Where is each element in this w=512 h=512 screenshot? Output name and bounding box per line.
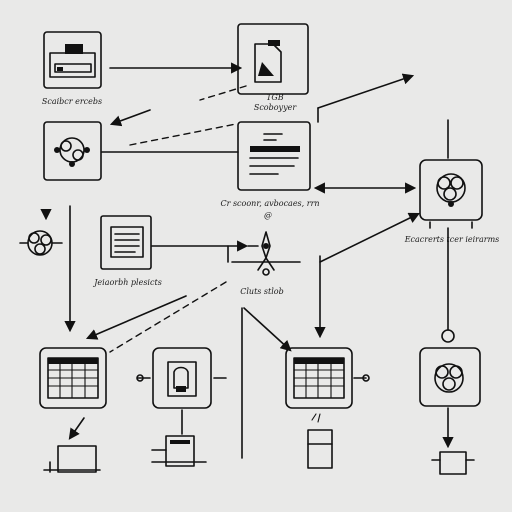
database-node[interactable]	[307, 413, 333, 469]
spreadsheet-node-center[interactable]	[285, 347, 370, 409]
report-node[interactable]	[237, 121, 311, 191]
server-list-icon	[110, 226, 144, 258]
processor-node[interactable]	[136, 347, 227, 409]
cloud-network-node-bottom[interactable]	[419, 329, 481, 407]
spreadsheet-icon	[293, 357, 345, 399]
server-list-node[interactable]	[100, 215, 152, 270]
report-icon	[249, 133, 300, 175]
label-center-split: Cluts stlob	[240, 287, 284, 296]
cloud-network-icon	[436, 173, 466, 207]
hub-node-left[interactable]	[19, 230, 63, 256]
label-mid-center-mark: @	[264, 211, 272, 220]
printer-node[interactable]	[43, 31, 102, 89]
label-left-mid: Jeiaorbh plesicts	[92, 278, 162, 287]
printer-icon	[49, 44, 96, 78]
storage-device-icon	[43, 445, 101, 473]
label-right: Ecacrerts tcer ieirarms	[404, 235, 500, 244]
storage-node-center[interactable]	[151, 435, 207, 467]
storage-node-left[interactable]	[43, 445, 101, 473]
cloud-network-node[interactable]	[419, 159, 483, 229]
label-top-left: Scaibcr ercebs	[42, 97, 102, 106]
label-top-center: Scoboyyer	[254, 103, 297, 112]
database-icon	[307, 413, 333, 469]
spreadsheet-icon	[47, 357, 99, 399]
document-node[interactable]	[237, 23, 309, 95]
splitter-node[interactable]	[247, 231, 275, 276]
network-node[interactable]	[43, 121, 102, 181]
spreadsheet-node-left[interactable]	[39, 347, 107, 409]
hub-icon	[19, 230, 63, 256]
storage-node-right[interactable]	[431, 451, 475, 475]
network-node-icon	[54, 137, 90, 167]
storage-device-icon	[431, 451, 475, 475]
connectors	[40, 62, 454, 459]
cloud-network-icon	[434, 363, 464, 393]
label-mid-center: Cr scoonr, avbocaes, rrn	[220, 199, 319, 208]
storage-device-icon	[151, 435, 207, 467]
document-icon	[254, 40, 282, 83]
label-top-center-small: 1GB	[266, 93, 283, 102]
processor-chip-icon	[167, 361, 197, 397]
